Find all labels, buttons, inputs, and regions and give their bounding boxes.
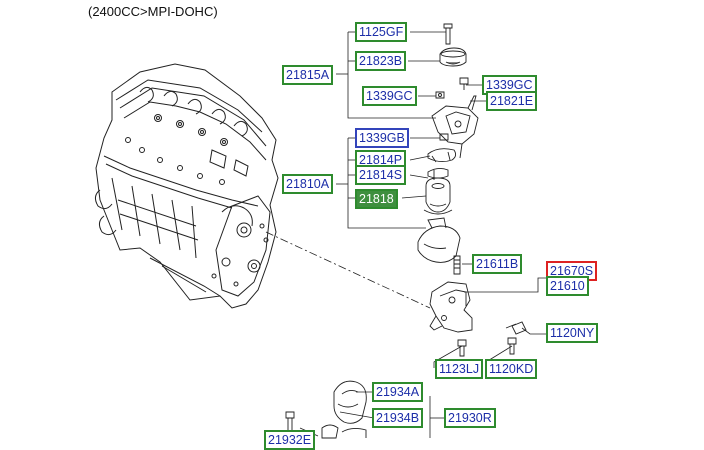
engine-block-illustration	[94, 63, 279, 309]
part-label-21815a[interactable]: 21815A	[282, 65, 334, 85]
engine-variant-title: (2400CC>MPI-DOHC)	[88, 4, 218, 19]
part-label-21810a[interactable]: 21810A	[282, 174, 334, 194]
part-label-21934a[interactable]: 21934A	[372, 382, 424, 402]
part-label-21818-selected[interactable]: 21818	[355, 189, 398, 209]
part-label-21932e[interactable]: 21932E	[264, 430, 316, 450]
part-label-1125gf[interactable]: 1125GF	[355, 22, 408, 42]
part-label-21823b[interactable]: 21823B	[355, 51, 407, 71]
part-label-1120ny[interactable]: 1120NY	[546, 323, 599, 343]
part-label-21934b[interactable]: 21934B	[372, 408, 424, 428]
part-label-21814s[interactable]: 21814S	[355, 165, 407, 185]
mount-assembly-illustration	[285, 23, 527, 439]
diagram-artwork	[94, 23, 548, 439]
part-label-1339gc-lower[interactable]: 1339GC	[362, 86, 417, 106]
part-label-21610[interactable]: 21610	[546, 276, 589, 296]
parts-diagram: (2400CC>MPI-DOHC) 1125GF 21823B 21815A 1…	[88, 4, 599, 450]
part-label-1123lj[interactable]: 1123LJ	[435, 359, 484, 379]
part-label-21930r[interactable]: 21930R	[444, 408, 496, 428]
part-label-21821e[interactable]: 21821E	[486, 91, 538, 111]
part-label-1120kd[interactable]: 1120KD	[485, 359, 538, 379]
part-label-21611b[interactable]: 21611B	[472, 254, 523, 274]
part-label-1339gb[interactable]: 1339GB	[355, 128, 409, 148]
